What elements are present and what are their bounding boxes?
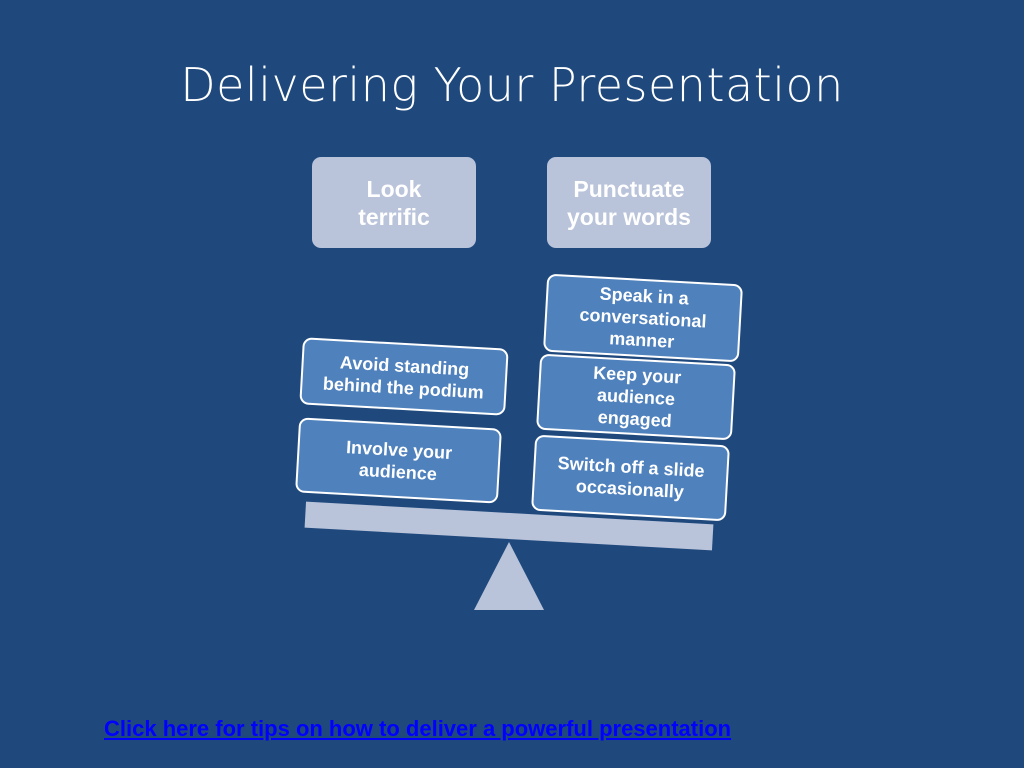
tip-conversational-manner: Speak in a conversational manner	[542, 273, 744, 363]
tip-switch-off-slide: Switch off a slide occasionally	[531, 434, 730, 522]
tip-label: Avoid standing behind the podium	[322, 351, 485, 402]
tip-avoid-podium: Avoid standing behind the podium	[299, 337, 509, 416]
category-look-terrific: Look terrific	[312, 157, 476, 248]
category-label: Punctuate your words	[567, 175, 691, 230]
category-label: Look terrific	[358, 175, 430, 230]
tip-label: Speak in a conversational manner	[579, 283, 707, 352]
balance-fulcrum-icon	[474, 542, 544, 610]
tips-link[interactable]: Click here for tips on how to deliver a …	[104, 716, 732, 741]
slide-title: Delivering Your Presentation	[180, 58, 844, 112]
category-punctuate-your-words: Punctuate your words	[547, 157, 711, 248]
tip-label: Involve your audience	[345, 436, 453, 484]
tip-involve-audience: Involve your audience	[295, 417, 502, 504]
tip-audience-engaged: Keep your audience engaged	[536, 353, 736, 441]
tip-label: Switch off a slide occasionally	[557, 452, 706, 502]
tip-label: Keep your audience engaged	[592, 362, 682, 432]
